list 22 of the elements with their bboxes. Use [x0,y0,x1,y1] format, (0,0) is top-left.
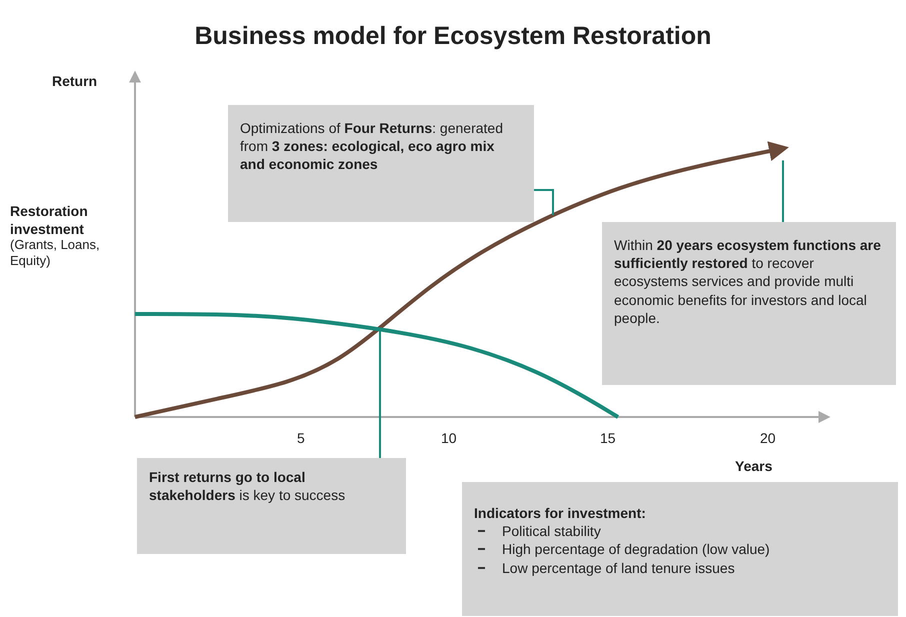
list-heading: Indicators for investment: [474,504,647,522]
axis-title: (Grants, Loans, Equity) [10,237,101,270]
leader-line [534,189,554,216]
callout-text: Within 20 years ecosystem functions are sufficiently restored to recover ecosystems services and provide multi economic benefits for investors and local people. [614,236,882,327]
leader-line [782,160,784,222]
tick-label: 20 [760,430,776,446]
callout-text: Optimizations of Four Returns: generated from 3 zones: ecological, eco agro mix and economic zones [240,119,504,174]
callout-text: First returns go to local stakeholders is key to success [149,468,346,504]
list-item: Low percentage of land tenure issues [502,558,735,577]
axis-title: Years [735,458,772,474]
diagram-title: Business model for Ecosystem Restoration [194,22,712,51]
callout-box [462,482,898,616]
callout-box [228,105,534,222]
callout-box [137,458,406,554]
callout-box [602,222,896,385]
axis-title: Return [52,73,98,89]
tick-label: 10 [441,430,457,446]
tick-label: 15 [600,430,616,446]
tick-label: 5 [297,430,305,446]
list-item: Political stability [502,522,601,540]
axis-title: Restoration investment [10,203,89,238]
list-item: High percentage of degradation (low value) [502,540,770,559]
